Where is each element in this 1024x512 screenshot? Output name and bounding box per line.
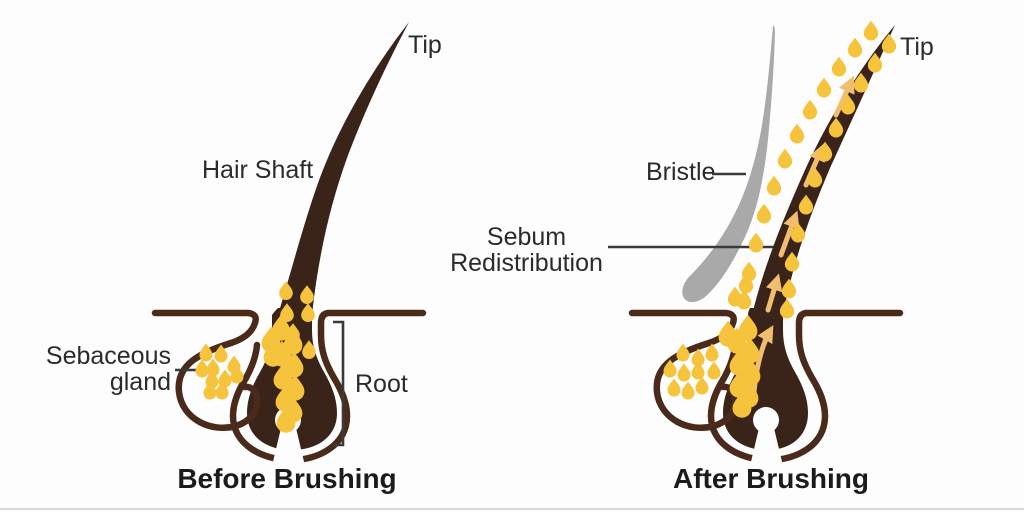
label-sebaceous-gland-line1: Sebaceous <box>45 342 171 370</box>
follicle-outline <box>229 309 427 464</box>
sebum-droplet <box>847 37 863 58</box>
sebum-droplet <box>756 203 772 224</box>
after-panel-graphic <box>608 20 904 466</box>
sebum-droplet <box>766 175 782 196</box>
sebum-flow-arrow <box>778 210 800 258</box>
label-sebum-redistribution: Sebum Redistribution <box>406 224 647 276</box>
label-sebum-redistribution-line2: Redistribution <box>450 249 603 277</box>
label-tip-after: Tip <box>900 33 934 61</box>
sebum-droplet <box>881 33 897 54</box>
follicle-outline <box>707 309 904 464</box>
hair-shaft-shape <box>278 22 409 315</box>
sebum-flow-arrow <box>833 75 855 118</box>
sebum-droplet <box>863 20 879 41</box>
sebum-droplet <box>802 99 818 120</box>
sebum-droplet <box>707 361 721 380</box>
sebum-droplet <box>816 77 832 98</box>
sebum-droplet <box>777 148 793 169</box>
label-sebum-redistribution-line1: Sebum <box>486 223 567 251</box>
label-root: Root <box>355 370 408 398</box>
label-hair-shaft: Hair Shaft <box>202 156 314 184</box>
skin-and-gland-outline <box>151 309 261 431</box>
skin-and-gland-outline <box>628 309 739 431</box>
before-panel-graphic <box>151 22 427 466</box>
caption-after-brushing: After Brushing <box>673 463 869 494</box>
sebum-droplet <box>748 232 764 253</box>
papilla-notch-stem <box>272 428 305 466</box>
label-sebaceous-gland-line2: gland <box>109 368 171 396</box>
sebum-droplet <box>789 123 805 144</box>
sebum-droplet <box>681 381 695 400</box>
bottom-divider-line <box>0 508 1024 510</box>
label-bristle: Bristle <box>646 158 716 186</box>
papilla-notch <box>753 407 779 433</box>
sebum-droplet <box>195 359 209 378</box>
sebum-droplet <box>831 56 847 77</box>
label-tip-before: Tip <box>408 31 442 59</box>
sebum-flow-arrow <box>765 273 783 313</box>
label-sebaceous-gland: Sebaceous gland <box>41 343 171 395</box>
sebum-droplet <box>199 343 213 362</box>
sebum-droplet <box>676 343 690 362</box>
sebum-droplet <box>667 378 681 397</box>
papilla-notch-stem <box>750 428 783 466</box>
root-bracket <box>333 320 345 447</box>
caption-before-brushing: Before Brushing <box>177 463 397 494</box>
sebum-flow-arrow <box>751 325 774 395</box>
sebum-droplet <box>677 363 691 382</box>
